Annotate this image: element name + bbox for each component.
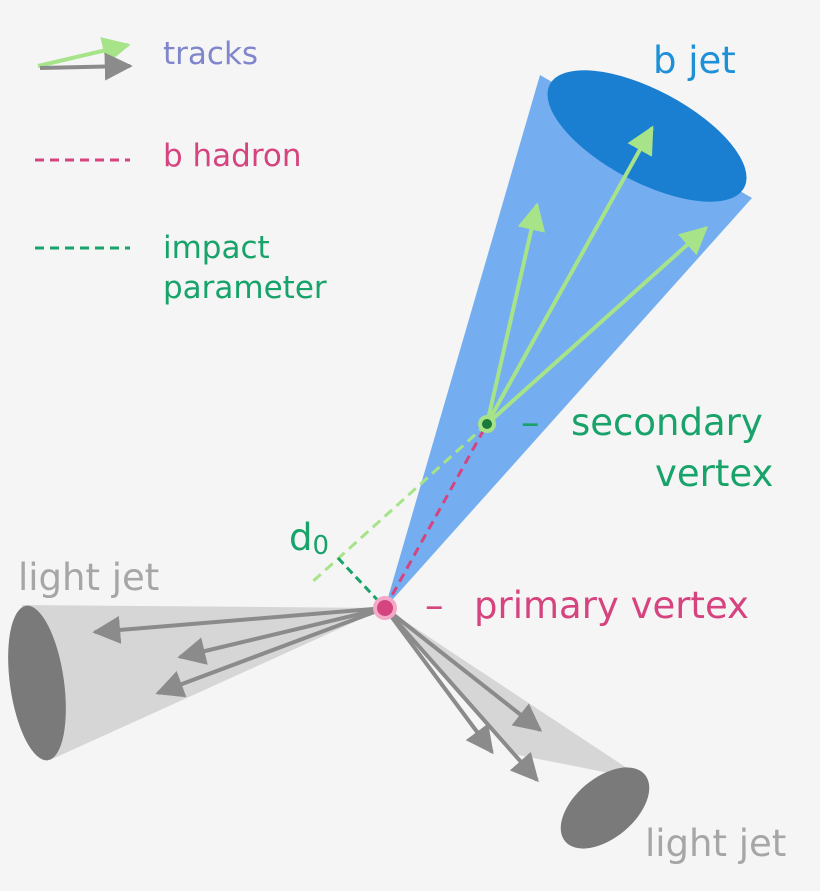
b-hadron-flight-path bbox=[383, 423, 489, 609]
d0-label-main: d bbox=[289, 516, 313, 559]
light-jet-left-cone bbox=[8, 605, 385, 761]
legend-impact-label: impact bbox=[163, 230, 270, 266]
primary-vertex-dash: – bbox=[425, 584, 444, 627]
extrapolated-track-dashed-line bbox=[308, 422, 489, 586]
secondary-vertex-dash: – bbox=[521, 401, 540, 444]
b-jet-tracks bbox=[485, 125, 709, 426]
primary-vertex-dot-icon bbox=[373, 596, 397, 620]
d0-label-subscript: 0 bbox=[312, 531, 330, 561]
light-jet-left-tracks bbox=[92, 606, 386, 698]
b-jet-cone bbox=[385, 70, 752, 608]
secondary-vertex-label-line2: vertex bbox=[655, 452, 774, 495]
legend-tracks-label: tracks bbox=[163, 36, 259, 72]
light-jet-right-tracks bbox=[383, 606, 543, 783]
legend-b-hadron-label: b hadron bbox=[163, 138, 302, 174]
light-jet-left-label: light jet bbox=[18, 556, 160, 599]
b-jet-label: b jet bbox=[653, 39, 736, 82]
legend-parameter-label: parameter bbox=[163, 270, 327, 306]
light-jet-right-label: light jet bbox=[645, 822, 787, 865]
d0-label: d0 bbox=[289, 516, 330, 562]
secondary-vertex-label-line1: secondary bbox=[571, 401, 763, 444]
primary-vertex-label: primary vertex bbox=[474, 584, 749, 627]
secondary-vertex-dot-icon bbox=[478, 415, 496, 433]
light-jet-right-cone bbox=[385, 608, 650, 849]
legend-tracks-icon bbox=[37, 37, 133, 81]
